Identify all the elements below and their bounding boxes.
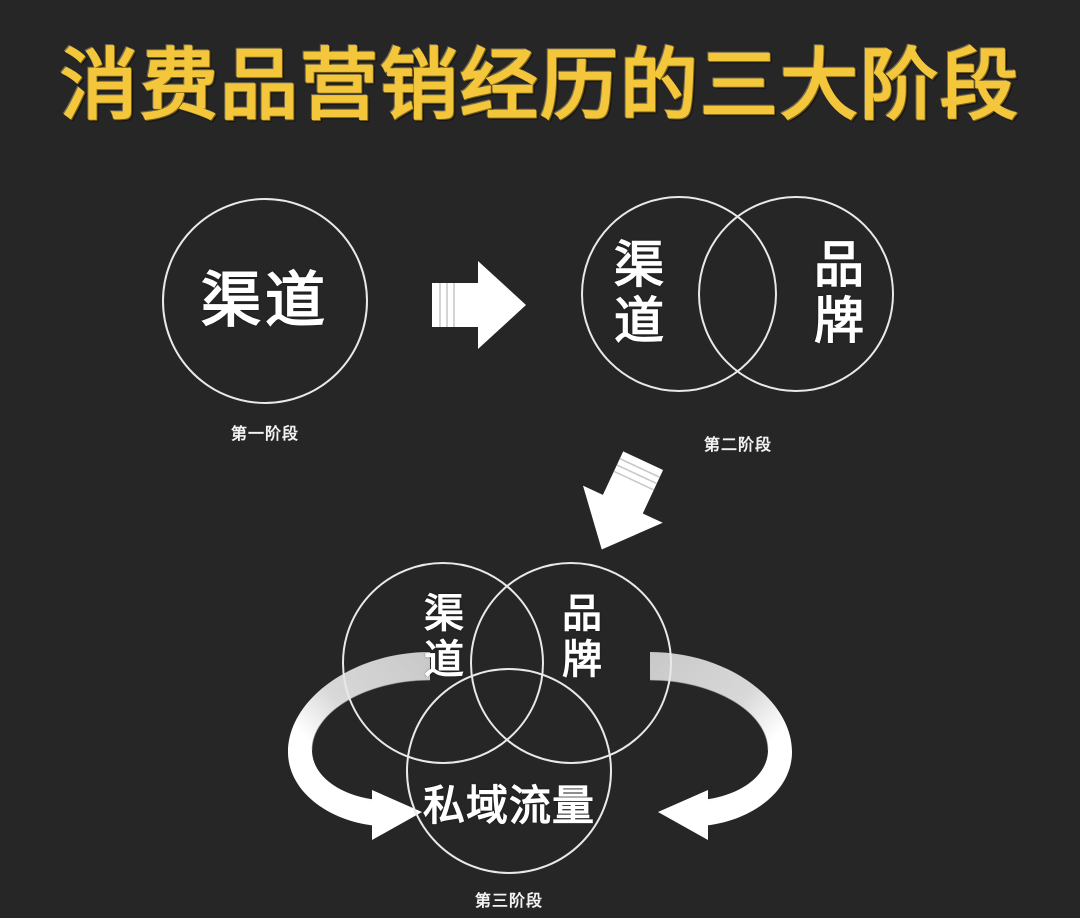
stage-3-circle-label-private-traffic: 私域流量 (422, 782, 595, 829)
stage-3-circle-label-channel: 渠道 (418, 592, 462, 684)
stage-2-caption: 第二阶段 (703, 437, 772, 454)
page-title: 消费品营销经历的三大阶段 (59, 41, 1020, 129)
stage-2-circle-brand (698, 196, 894, 392)
stage-1-circle-channel (162, 198, 368, 404)
stage-3-circle-label-brand: 品牌 (556, 592, 600, 684)
arrow-stage1-to-stage2 (432, 255, 528, 355)
curved-arrow-right (598, 640, 798, 860)
stage-1-circle-label-channel: 渠道 (201, 267, 329, 334)
stage-2-circle-label-channel: 渠道 (607, 238, 663, 350)
stage-2-circle-label-brand: 品牌 (807, 238, 863, 350)
stage-3-circle-private-traffic (406, 668, 612, 874)
arrow-stage2-to-stage3 (557, 440, 686, 571)
stage-3-caption: 第三阶段 (474, 893, 543, 910)
stage-1-caption: 第一阶段 (230, 426, 299, 443)
